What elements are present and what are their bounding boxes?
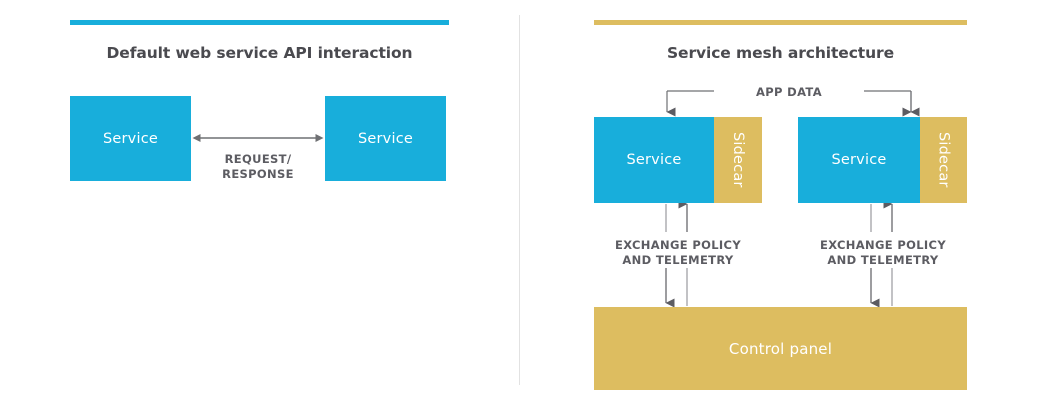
request-response-label: REQUEST/ RESPONSE [191,152,325,182]
panel-service-mesh-architecture: Service mesh architecture APP DATA [519,0,1059,414]
service-box-left-label: Service [103,130,158,147]
mesh-service-box-2: Service [798,117,920,203]
exchange-policy-label-2-line-1: EXCHANGE POLICY [819,238,947,252]
request-response-line-2: RESPONSE [222,167,294,181]
accent-bar-blue [70,20,449,25]
mesh-sidecar-box-1: Sidecar [714,117,762,203]
request-response-line-1: REQUEST/ [224,152,292,166]
mesh-service-label-1: Service [626,152,682,168]
service-box-right: Service [325,96,446,181]
exchange-policy-label-2: EXCHANGE POLICY AND TELEMETRY [794,238,972,268]
mesh-group-1: Service Sidecar [594,117,762,203]
control-panel-box: Control panel [594,307,967,390]
mesh-service-box-1: Service [594,117,714,203]
mesh-group-2: Service Sidecar [798,117,967,203]
mesh-service-label-2: Service [831,152,887,168]
exchange-policy-label-1-line-1: EXCHANGE POLICY [614,238,742,252]
mesh-sidecar-label-2: Sidecar [935,132,952,188]
control-panel-label: Control panel [728,339,833,358]
accent-bar-gold [594,20,967,25]
service-box-right-label: Service [358,130,413,147]
service-box-left: Service [70,96,191,181]
exchange-policy-label-1: EXCHANGE POLICY AND TELEMETRY [589,238,767,268]
panel-default-api-interaction: Default web service API interaction Serv… [0,0,519,414]
panel-title-service-mesh: Service mesh architecture [666,44,894,62]
mesh-sidecar-box-2: Sidecar [920,117,967,203]
panel-title-default-api: Default web service API interaction [106,44,413,62]
mesh-sidecar-label-1: Sidecar [730,132,746,188]
panel-divider [519,15,520,385]
exchange-policy-label-1-line-2: AND TELEMETRY [622,253,734,267]
app-data-label: APP DATA [718,85,860,99]
request-response-arrow [192,134,324,142]
exchange-policy-label-2-line-2: AND TELEMETRY [827,253,939,267]
